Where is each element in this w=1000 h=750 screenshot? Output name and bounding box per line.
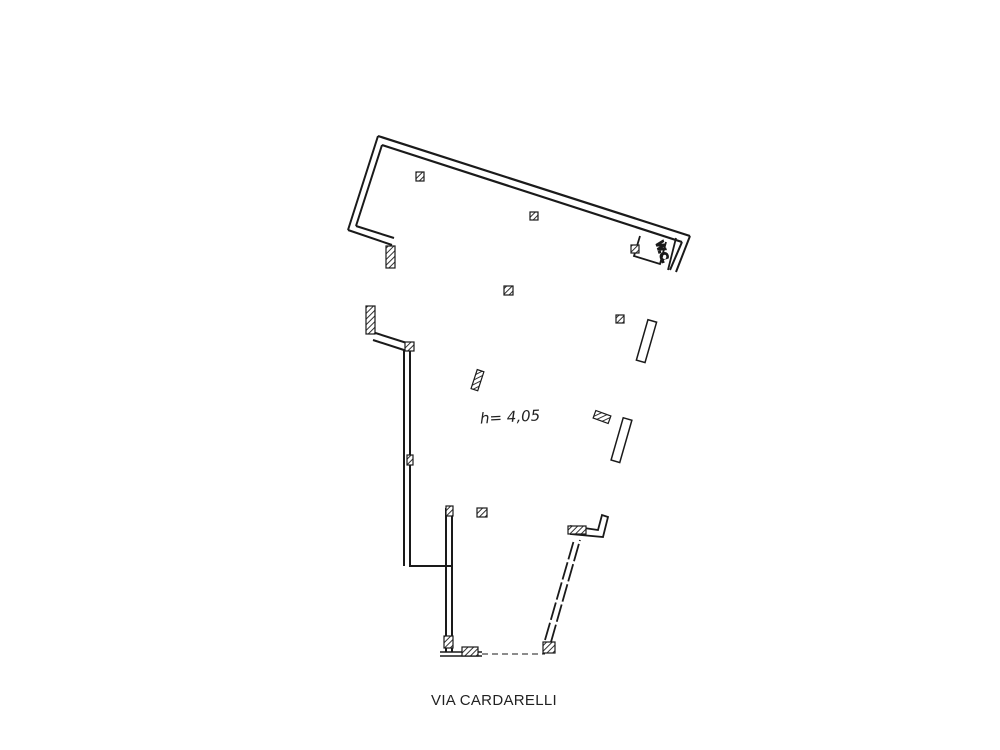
pillar — [529, 211, 539, 221]
left-upper-wall — [347, 135, 383, 231]
left-return-wall — [347, 225, 395, 246]
pillar — [365, 305, 376, 335]
right-wall-top — [669, 235, 691, 273]
window — [635, 318, 658, 364]
pillar — [415, 171, 425, 182]
right-step-wall — [569, 513, 610, 538]
window — [610, 416, 633, 464]
windows — [610, 318, 658, 464]
ceiling-height-label: h= 4,05 — [480, 406, 541, 427]
left-lower-wall — [365, 329, 452, 567]
left-partition-wall — [445, 508, 453, 652]
pillar — [615, 314, 625, 324]
pillar — [470, 368, 485, 392]
pillar — [630, 244, 640, 254]
pillar — [385, 245, 396, 269]
pillar — [542, 641, 556, 654]
pillar — [476, 507, 488, 518]
pillar — [445, 505, 454, 517]
pillar — [404, 341, 415, 352]
pillar — [443, 635, 454, 649]
pillar — [592, 409, 612, 425]
pillars — [365, 171, 640, 657]
wc-wall — [632, 235, 677, 271]
top-wall — [377, 134, 691, 244]
pillar — [406, 454, 414, 466]
pillar — [461, 646, 479, 657]
wc-label: W.C. — [653, 240, 670, 264]
wc-block: W.C. — [632, 235, 677, 271]
right-lower-wall — [544, 539, 581, 643]
street-label: VIA CARDARELLI — [431, 692, 557, 709]
pillar — [567, 525, 587, 535]
pillar — [503, 285, 514, 296]
exterior-walls — [347, 134, 691, 657]
